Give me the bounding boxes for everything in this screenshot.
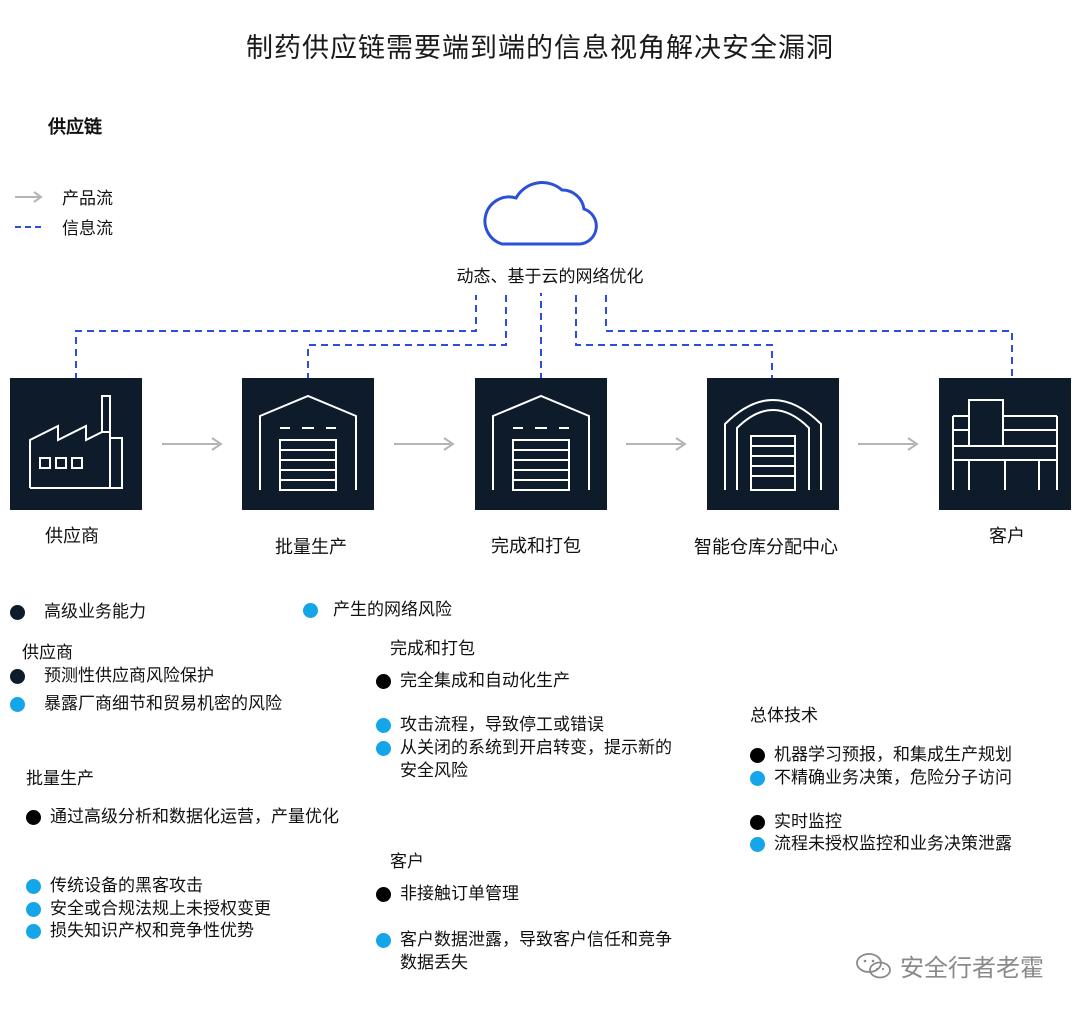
stage-customer xyxy=(939,378,1071,510)
legend-product-flow: 产品流 xyxy=(14,184,113,209)
list-item-text: 暴露厂商细节和贸易机密的风险 xyxy=(44,694,282,714)
list-item-text: 不精确业务决策，危险分子访问 xyxy=(774,768,1012,788)
capability-dot xyxy=(26,810,41,825)
dashed-line-icon xyxy=(15,225,43,228)
group-heading-bulk: 批量生产 xyxy=(26,769,94,789)
stage-supplier xyxy=(10,378,142,510)
key-capability: 高级业务能力 xyxy=(10,601,146,624)
list-item: 从关闭的系统到开启转变，提示新的安全风险 xyxy=(376,737,686,783)
risk-dot xyxy=(376,741,391,756)
list-item-text: 通过高级分析和数据化运营，产量优化 xyxy=(50,807,339,827)
watermark-text: 安全行者老霍 xyxy=(900,954,1044,982)
watermark: 安全行者老霍 xyxy=(854,948,1044,983)
stage-label: 客户 xyxy=(989,526,1025,547)
stage-smart-warehouse xyxy=(707,378,839,510)
list-item: 完全集成和自动化生产 xyxy=(376,670,570,693)
list-item-text: 损失知识产权和竞争性优势 xyxy=(50,921,254,941)
list-item-text: 安全或合规法规上未授权变更 xyxy=(50,899,271,919)
legend-product-label: 产品流 xyxy=(62,189,113,209)
group-heading-finish: 完成和打包 xyxy=(390,639,475,659)
group-heading-customer: 客户 xyxy=(390,852,424,872)
arrow-icon xyxy=(15,190,43,203)
list-item: 预测性供应商风险保护 xyxy=(10,665,214,688)
risk-dot xyxy=(26,924,41,939)
legend-info-flow: 信息流 xyxy=(14,214,113,239)
list-item: 暴露厂商细节和贸易机密的风险 xyxy=(10,693,282,716)
list-item: 流程未授权监控和业务决策泄露 xyxy=(750,833,1012,856)
key-capability-label: 高级业务能力 xyxy=(44,602,146,622)
risk-dot xyxy=(750,771,765,786)
page-title: 制药供应链需要端到端的信息视角解决安全漏洞 xyxy=(246,33,834,64)
stage-bulk-production xyxy=(242,378,374,510)
list-item-text: 传统设备的黑客攻击 xyxy=(50,876,203,896)
list-item: 机器学习预报，和集成生产规划 xyxy=(750,744,1012,767)
legend-info-label: 信息流 xyxy=(62,219,113,239)
product-flow-arrows xyxy=(162,437,919,451)
list-item-text: 机器学习预报，和集成生产规划 xyxy=(774,745,1012,765)
list-item-text: 流程未授权监控和业务决策泄露 xyxy=(774,834,1012,854)
wechat-icon xyxy=(856,952,891,978)
key-risk-label: 产生的网络风险 xyxy=(333,600,452,620)
list-item-text: 攻击流程，导致停工或错误 xyxy=(400,715,604,735)
info-flow-lines xyxy=(75,293,1013,380)
capability-dot xyxy=(376,674,391,689)
risk-dot xyxy=(10,697,25,712)
list-item-text: 完全集成和自动化生产 xyxy=(400,671,570,691)
stage-label: 智能仓库分配中心 xyxy=(694,537,838,558)
stage-label: 完成和打包 xyxy=(491,536,581,557)
cloud-icon xyxy=(483,181,598,246)
capability-dot xyxy=(750,748,765,763)
capability-dot xyxy=(10,669,25,684)
capability-dot xyxy=(750,815,765,830)
list-item: 损失知识产权和竞争性优势 xyxy=(26,920,254,943)
key-risk: 产生的网络风险 xyxy=(303,599,452,622)
risk-dot xyxy=(750,837,765,852)
warehouse-icon xyxy=(492,394,590,491)
capability-dot xyxy=(376,887,391,902)
list-item: 安全或合规法规上未授权变更 xyxy=(26,898,271,921)
list-item-text: 预测性供应商风险保护 xyxy=(44,666,214,686)
group-heading-overall: 总体技术 xyxy=(750,706,818,726)
list-item: 实时监控 xyxy=(750,811,842,834)
list-item: 传统设备的黑客攻击 xyxy=(26,875,203,898)
list-item: 攻击流程，导致停工或错误 xyxy=(376,714,604,737)
list-item: 通过高级分析和数据化运营，产量优化 xyxy=(26,806,346,829)
warehouse-icon xyxy=(259,394,357,491)
list-item: 非接触订单管理 xyxy=(376,883,519,906)
risk-dot xyxy=(26,879,41,894)
list-item-text: 客户数据泄露，导致客户信任和竞争数据丢失 xyxy=(400,930,672,973)
list-item-text: 非接触订单管理 xyxy=(400,884,519,904)
risk-dot xyxy=(376,933,391,948)
factory-icon xyxy=(29,395,123,489)
list-item: 不精确业务决策，危险分子访问 xyxy=(750,767,1012,790)
list-item-text: 从关闭的系统到开启转变，提示新的安全风险 xyxy=(400,738,672,781)
hangar-icon xyxy=(724,399,822,491)
risk-dot xyxy=(376,718,391,733)
stage-label: 供应商 xyxy=(45,526,99,547)
store-icon xyxy=(952,399,1058,490)
list-item-text: 实时监控 xyxy=(774,812,842,832)
cloud-label: 动态、基于云的网络优化 xyxy=(456,267,644,287)
stage-finish-packaging xyxy=(475,378,607,510)
risk-dot xyxy=(26,902,41,917)
capability-dot xyxy=(10,605,25,620)
risk-dot xyxy=(303,603,318,618)
list-item: 客户数据泄露，导致客户信任和竞争数据丢失 xyxy=(376,929,686,975)
section-label: 供应链 xyxy=(48,117,102,138)
stage-label: 批量生产 xyxy=(275,537,347,558)
group-heading-supplier: 供应商 xyxy=(22,643,73,663)
